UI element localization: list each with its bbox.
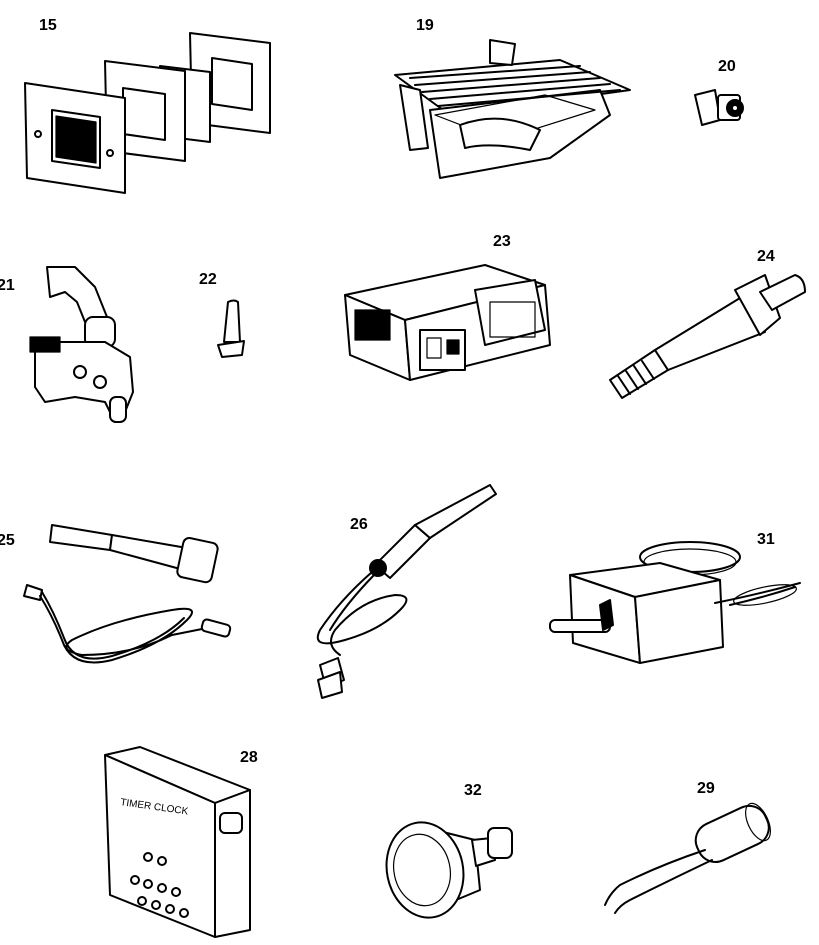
part-label-23: 23: [493, 233, 511, 250]
plates-icon: [24, 32, 271, 194]
part-label-19: 19: [416, 17, 434, 34]
timer-box-icon: TIMER CLOCK: [104, 746, 251, 938]
part-label-31: 31: [757, 531, 775, 548]
part-label-24: 24: [757, 248, 775, 265]
part-label-28: 28: [240, 749, 258, 766]
part-label-32: 32: [464, 782, 482, 799]
part-label-29: 29: [697, 780, 715, 797]
part-label-26: 26: [350, 516, 368, 533]
part-label-15: 15: [39, 17, 57, 34]
knob-icon: [385, 821, 513, 919]
capacitor-icon: [604, 802, 771, 914]
part-label-21: 21: [0, 277, 15, 294]
control-box-icon: [344, 264, 551, 381]
sensor-icon: [609, 274, 806, 399]
bracket-icon: [29, 266, 134, 423]
part-label-25: 25: [0, 532, 15, 549]
thermostat-icon: [549, 541, 801, 664]
jet-icon: [694, 89, 744, 126]
thermocouple-icon: [23, 524, 232, 664]
pin-icon: [217, 299, 245, 358]
burner-icon: [394, 39, 631, 179]
probe-lead-icon: [316, 484, 497, 699]
part-label-20: 20: [718, 58, 736, 75]
part-label-22: 22: [199, 271, 217, 288]
